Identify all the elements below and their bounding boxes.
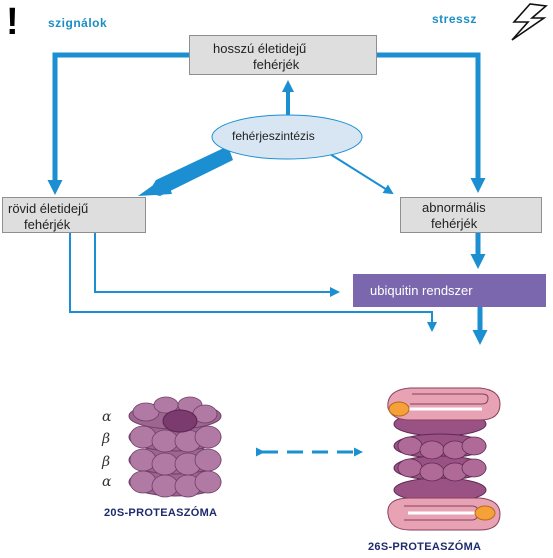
abnormal-proteins-box: abnormális fehérjék [400, 197, 542, 233]
signals-label: szignálok [48, 16, 108, 30]
arrow-short-to-proteasome [69, 233, 437, 332]
long-lived-line-1: hosszú életidejű [213, 41, 307, 56]
lightning-bolt-icon [511, 3, 548, 41]
signals-mark: ! [6, 1, 19, 43]
short-lived-line-1: rövid életidejű [8, 201, 89, 216]
subunit-label-3: β [102, 454, 111, 470]
proteasome-26s-structure [387, 387, 501, 531]
arrow-short-to-ubiquitin [94, 233, 340, 297]
long-lived-line-2: fehérjék [253, 57, 300, 72]
short-lived-proteins-box: rövid életidejű fehérjék [2, 197, 146, 233]
arrow-synthesis-to-short [148, 146, 233, 196]
subunit-label-4: α [102, 474, 112, 490]
protein-synthesis-label: fehérjeszintézis [232, 129, 315, 143]
proteasome-20s-structure [128, 396, 222, 498]
flow-arrows [47, 52, 488, 457]
arrow-synthesis-to-abnormal [329, 153, 394, 195]
subunit-label-2: β [102, 431, 111, 447]
short-lived-line-2: fehérjék [24, 217, 71, 232]
proteasome-20s-caption: 20S-PROTEASZÓMA [104, 507, 218, 519]
stress-label: stressz [432, 12, 477, 26]
abnormal-line-2: fehérjék [431, 216, 478, 231]
abnormal-line-1: abnormális [422, 200, 486, 215]
arrow-long-to-short [47, 52, 189, 195]
subunit-label-1: α [102, 409, 112, 425]
synthesis-ellipse [211, 114, 363, 160]
long-lived-proteins-box: hosszú életidejű fehérjék [189, 35, 377, 75]
ubiquitin-system-box: ubiquitin rendszer [353, 274, 546, 307]
proteasome-26s-caption: 26S-PROTEASZÓMA [368, 541, 482, 553]
arrowhead-synthesis-to-short [138, 176, 172, 196]
arrow-long-to-abnormal [377, 52, 486, 193]
